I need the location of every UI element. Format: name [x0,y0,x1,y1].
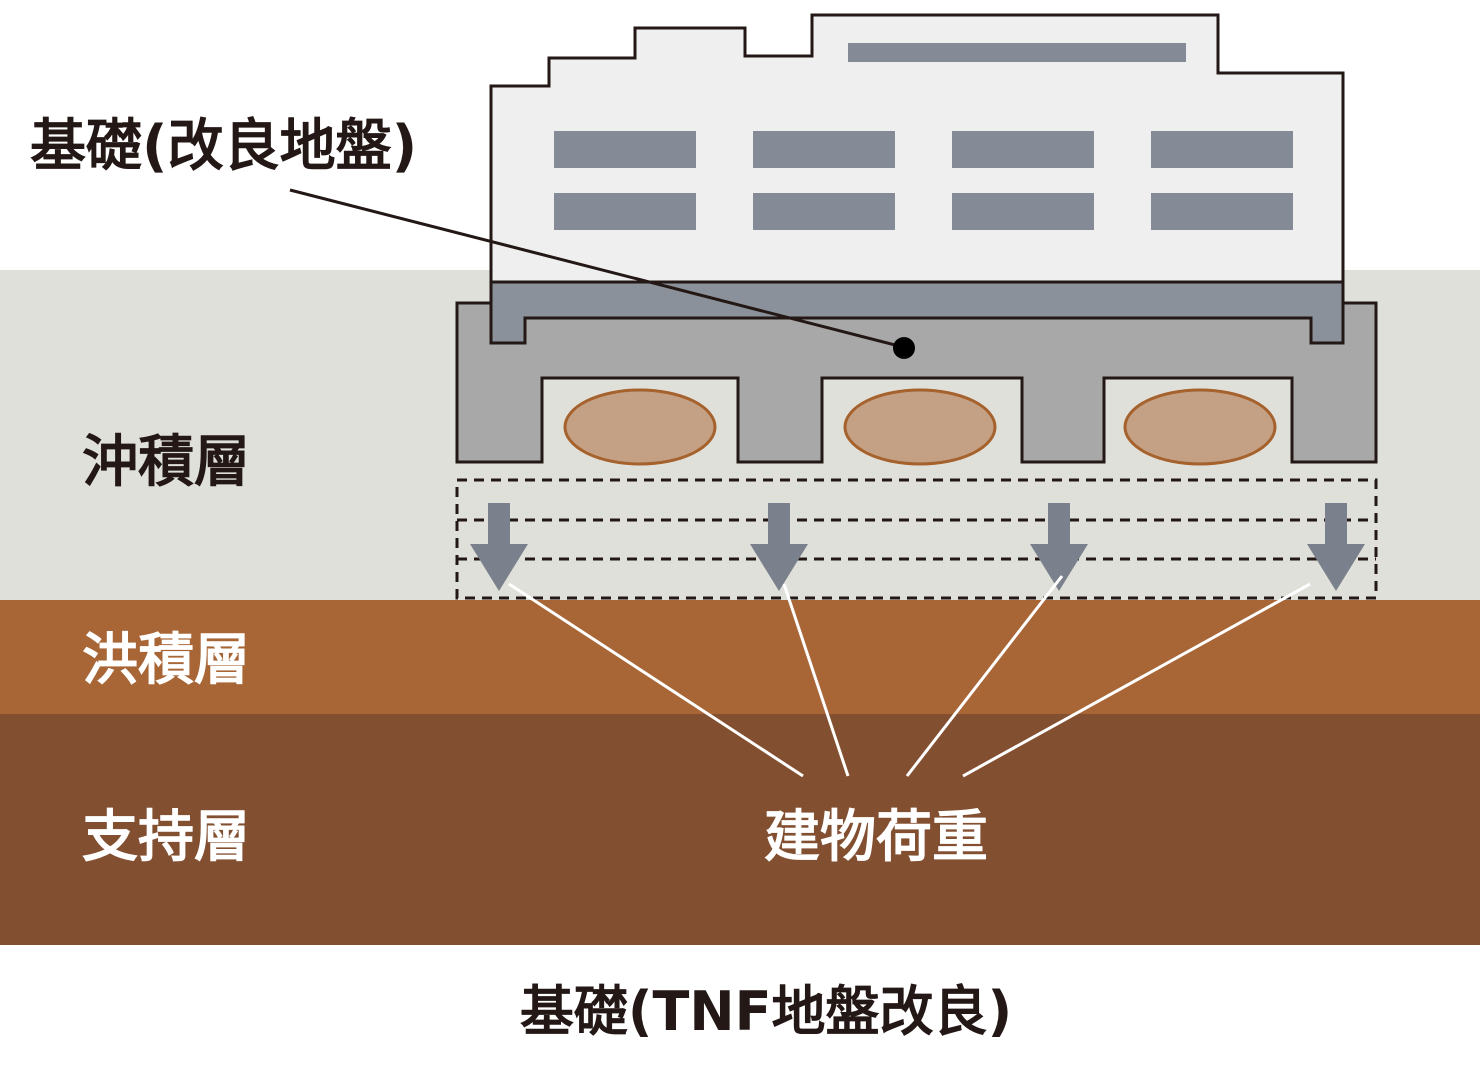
load-arrows [470,503,1365,591]
down-arrow-icon [750,503,808,591]
callout-dot [893,337,915,359]
pointer-line [962,582,1311,778]
pointer-line [905,575,1064,777]
window [1151,193,1293,230]
pointer-line [782,583,850,777]
down-arrow-icon [470,503,528,591]
alluvial-layer-label: 沖積層 [82,430,250,495]
window [554,131,696,168]
diagram-caption: 基礎(TNF地盤改良) [520,980,1012,1043]
down-arrow-icon [1307,503,1365,591]
pointer-line [508,582,804,778]
diluvial-layer-label: 洪積層 [82,628,250,693]
bearing-layer-label: 支持層 [82,805,250,870]
building-load-label: 建物荷重 [764,805,988,870]
improved-ground-block [455,301,1378,464]
load-pointer-lines [508,575,1311,778]
soil-ellipse [1123,388,1277,466]
foundation-callout-label: 基礎(改良地盤) [30,114,417,179]
soil-ellipse [843,388,997,466]
building-sign [848,43,1186,62]
window [554,193,696,230]
window [952,193,1094,230]
load-distribution-zone [455,478,1378,600]
soil-ellipse [563,388,717,466]
window [753,193,895,230]
diluvial-layer-band [0,600,1480,716]
building-windows [554,131,1293,230]
down-arrow-icon [1030,503,1088,591]
window [753,131,895,168]
bearing-layer-band [0,714,1480,945]
window [1151,131,1293,168]
dashed-zone-outline [455,478,1378,600]
building-body [489,13,1345,284]
window [952,131,1094,168]
callout-leader-line [289,188,904,349]
